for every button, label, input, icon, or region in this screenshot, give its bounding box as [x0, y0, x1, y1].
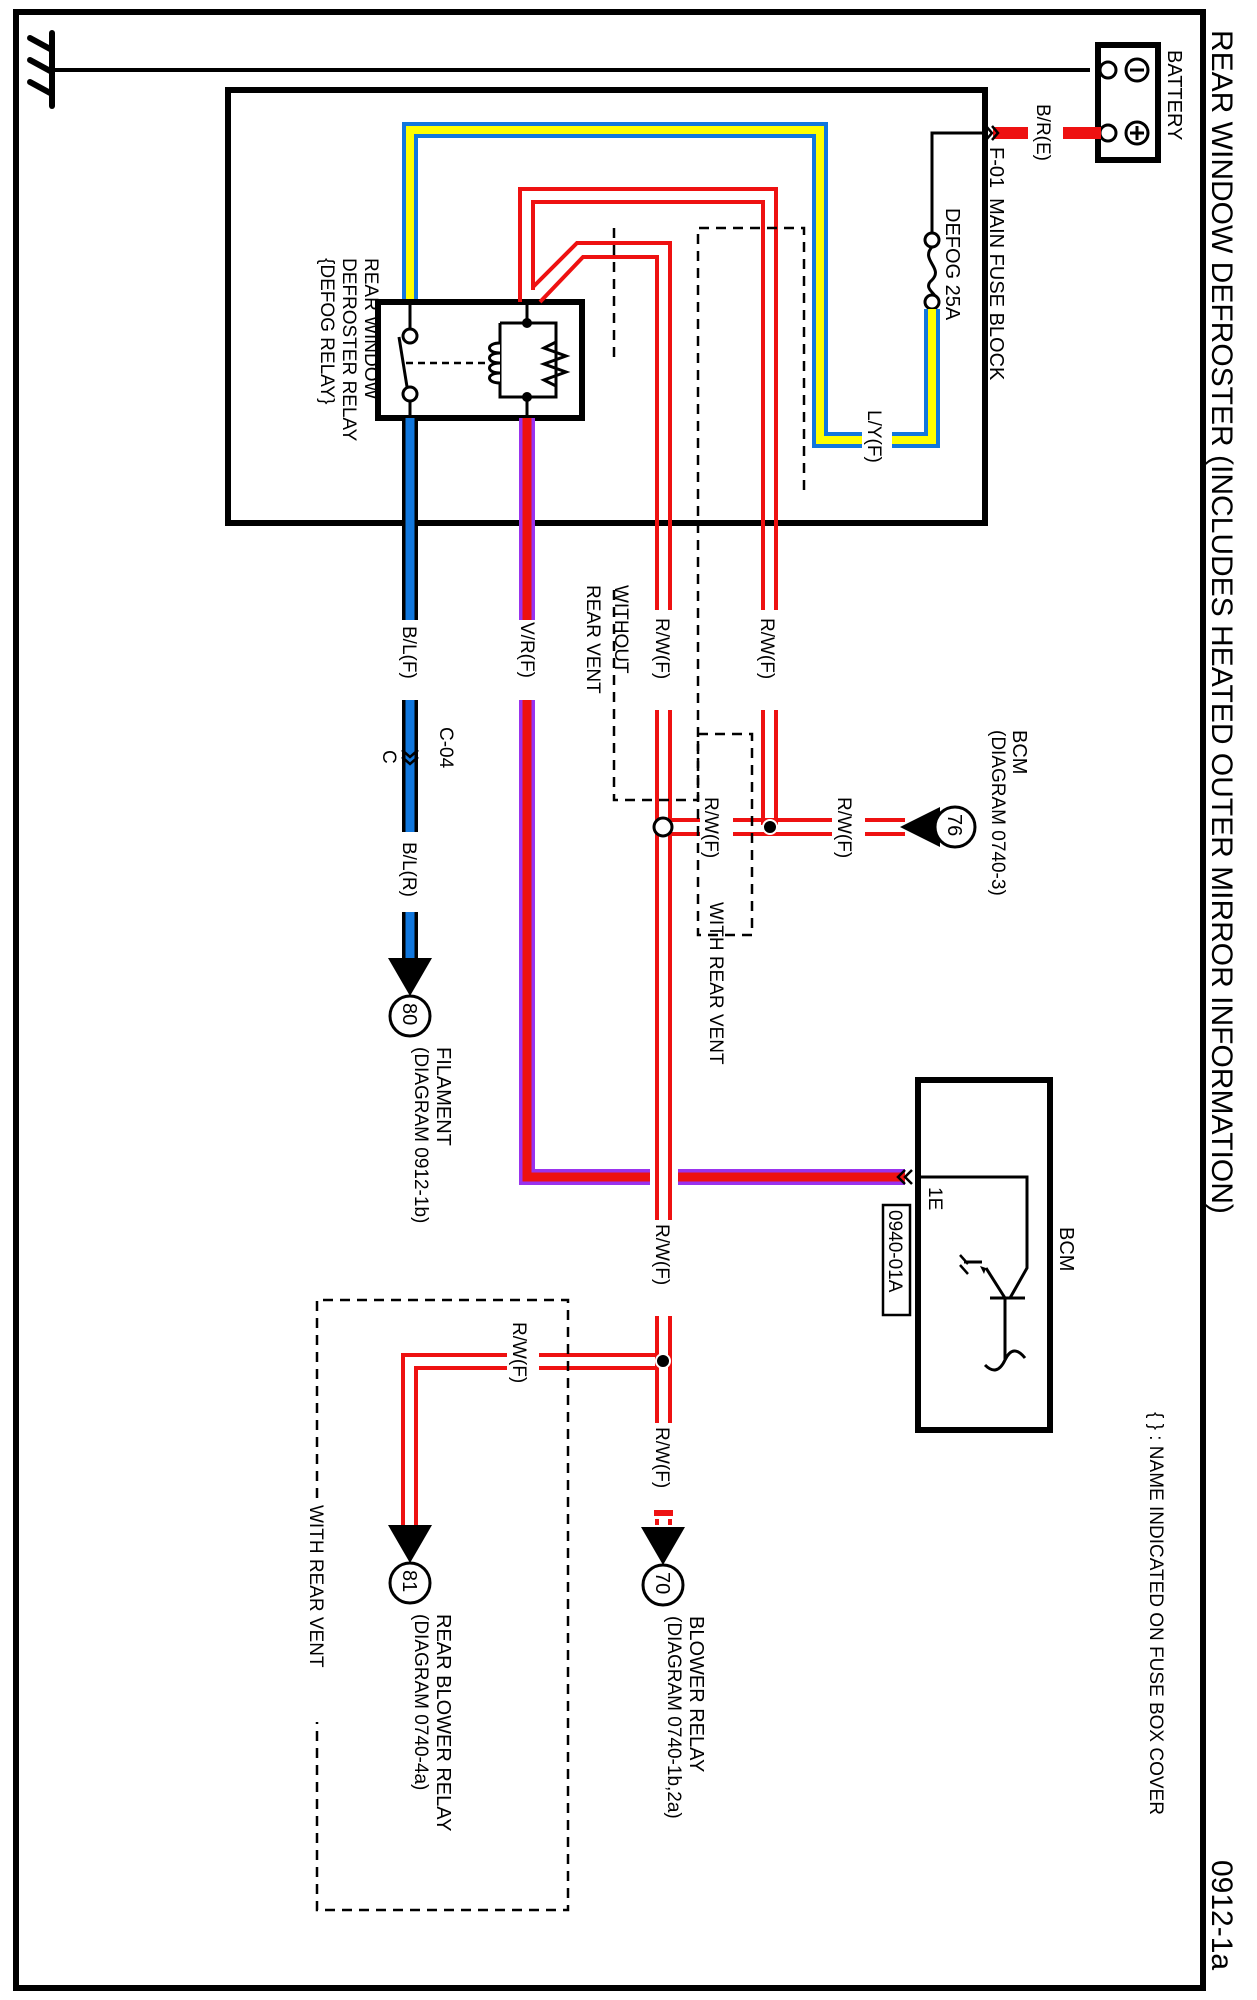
defog-relay [375, 299, 585, 421]
ref-70[interactable]: 70 [641, 1563, 685, 1607]
splice-dot [762, 819, 778, 835]
option-with-vent: WITH REAR VENT [705, 902, 726, 1065]
wire-label-rw-inner: R/W(F) [651, 618, 672, 679]
arrow-81-icon [388, 1525, 432, 1563]
bcm-label: BCM [1055, 1227, 1077, 1271]
page-number: 0912-1a [1205, 1860, 1238, 1970]
fuse-label: DEFOG 25A [941, 208, 963, 321]
svg-text:81: 81 [398, 1570, 420, 1592]
relay-label-3: {DEFOG RELAY} [316, 258, 337, 404]
ref-70-label: BLOWER RELAY [685, 1616, 707, 1772]
wire-label-vr: V/R(F) [516, 622, 537, 678]
wire-label-rw-bcm: R/W(F) [833, 797, 854, 858]
connector-c04-icon [401, 749, 419, 766]
battery [1095, 42, 1161, 163]
bcm-ref-box [881, 1203, 912, 1317]
wire-label-rw-outer: R/W(F) [756, 618, 777, 679]
rw-outer-wire [518, 187, 778, 825]
option-with-vent-lower: WITH REAR VENT [305, 1505, 326, 1668]
ground-icon [27, 30, 55, 109]
connector-c04-pin: C [378, 750, 399, 764]
fuse-cover-note: { } : NAME INDICATED ON FUSE BOX COVER [1145, 1412, 1166, 1815]
with-rear-vent-box [696, 732, 754, 937]
wire-label-bl-r: B/L(R) [398, 842, 419, 897]
with-rear-vent-lower-box [315, 1298, 570, 1912]
ref-81-label: REAR BLOWER RELAY [432, 1614, 454, 1831]
ref-76-label: BCM [1008, 730, 1030, 774]
diagram-title: REAR WINDOW DEFROSTER (INCLUDES HEATED O… [1205, 30, 1238, 1214]
svg-text:80: 80 [398, 1003, 420, 1025]
wire-label-rw-lower: R/W(F) [651, 1224, 672, 1285]
bcm-terminal: 1E [924, 1187, 945, 1210]
without-rear-vent-box [612, 226, 806, 802]
ref-70-diagram: (DIAGRAM 0740-1b,2a) [663, 1616, 684, 1819]
wire-label-rw-blower: R/W(F) [651, 1427, 672, 1488]
ref-76[interactable]: 76 [933, 805, 977, 849]
connector-c04-name: C-04 [435, 727, 456, 769]
connector-1e-icon [896, 1169, 913, 1185]
wire-label-ly: L/Y(F) [863, 410, 884, 463]
battery-feed-wire [993, 127, 1028, 139]
wire-label-br: B/R(E) [1032, 104, 1053, 161]
ref-80-diagram: (DIAGRAM 0912-1b) [410, 1047, 431, 1223]
splice-dot-lower [655, 1353, 671, 1369]
svg-text:76: 76 [943, 814, 965, 836]
wire-label-rw-branch: R/W(F) [508, 1322, 529, 1383]
relay-label-2: DEFROSTER RELAY [338, 258, 359, 442]
battery-label: BATTERY [1163, 50, 1185, 140]
relay-resistor-icon [539, 340, 571, 388]
main-fuse-block [225, 87, 988, 526]
fuse-feed-wire [930, 131, 985, 235]
relay-label-1: REAR WINDOW [360, 258, 381, 400]
bcm-ground-icon [959, 1254, 982, 1275]
battery-positive-icon [1124, 120, 1150, 146]
ly-wire [402, 122, 940, 448]
arrow-76-icon [900, 807, 940, 847]
connector-f01-icon [985, 125, 1000, 141]
ref-80[interactable]: 80 [388, 994, 432, 1038]
rw-branch-wire [401, 1353, 657, 1525]
option-splice [652, 816, 674, 838]
ref-81-diagram: (DIAGRAM 0740-4a) [410, 1614, 431, 1790]
bcm-module [915, 1077, 1053, 1433]
rw-inner-wire [531, 241, 672, 1375]
option-without-2: REAR VENT [582, 585, 603, 694]
ref-76-diagram: (DIAGRAM 0740-3) [987, 730, 1008, 896]
rw-bcm-wire [663, 818, 905, 836]
relay-coil-icon [488, 341, 501, 385]
arrow-80-icon [388, 958, 432, 996]
arrow-70-icon [641, 1527, 685, 1565]
ref-80-label: FILAMENT [432, 1047, 454, 1146]
fuse-icon [923, 231, 941, 311]
battery-negative-icon [1124, 57, 1150, 83]
page-frame [13, 9, 1206, 1991]
wire-label-bl-f: B/L(F) [398, 626, 419, 679]
fuse-block-label: F-01MAIN FUSE BLOCK [985, 147, 1007, 381]
svg-text:70: 70 [651, 1572, 673, 1594]
bcm-ref[interactable]: 0940-01A [884, 1210, 905, 1293]
wire-label-rw-with-vent: R/W(F) [700, 797, 721, 858]
option-without-1: WITHOUT [610, 585, 631, 674]
ref-81[interactable]: 81 [388, 1561, 432, 1605]
